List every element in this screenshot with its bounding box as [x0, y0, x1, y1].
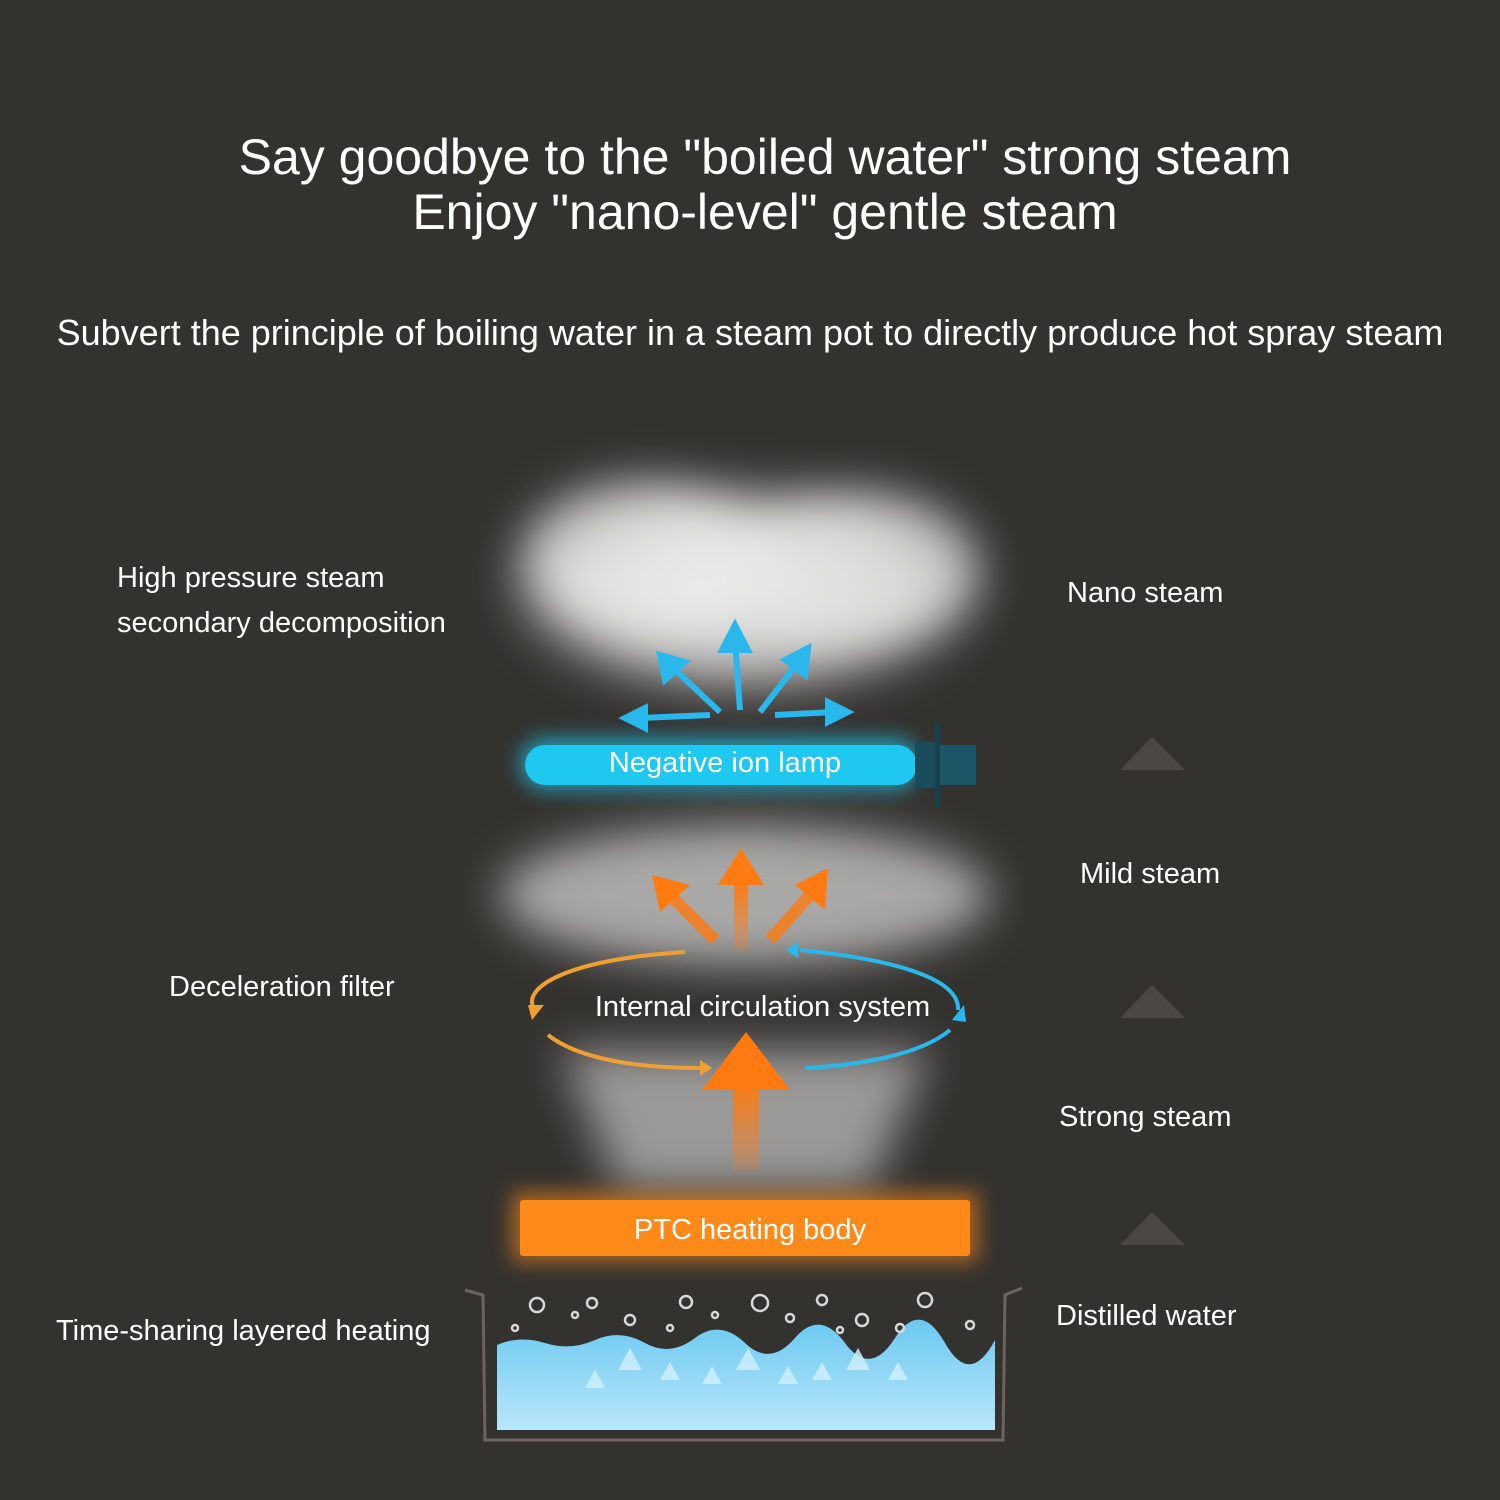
- label-time-sharing: Time-sharing layered heating: [56, 1315, 431, 1347]
- ptc-label: PTC heating body: [633, 1214, 867, 1246]
- distilled-water-tank: [464, 1286, 1023, 1442]
- ptc-heating-body: [512, 1192, 978, 1262]
- triangle-up-icon: [1120, 1212, 1185, 1245]
- lamp-label: Negative ion lamp: [608, 747, 842, 779]
- label-deceleration-filter: Deceleration filter: [169, 971, 395, 1003]
- circulation-loop-icon: [528, 942, 966, 1076]
- subtitle: Subvert the principle of boiling water i…: [56, 312, 1444, 353]
- heat-up-arrow-icon: [702, 1032, 790, 1170]
- label-mild-steam: Mild steam: [1080, 858, 1221, 890]
- nano-steam-cloud: [495, 475, 995, 705]
- title-line-1: Say goodbye to the "boiled water" strong…: [238, 129, 1292, 185]
- circulation-label: Internal circulation system: [594, 991, 931, 1023]
- negative-ion-lamp: [520, 722, 976, 808]
- title-line-2: Enjoy "nano-level" gentle steam: [412, 184, 1118, 240]
- label-high-pressure-1: High pressure steam: [117, 562, 385, 594]
- label-strong-steam: Strong steam: [1059, 1101, 1232, 1133]
- label-distilled-water: Distilled water: [1056, 1300, 1237, 1332]
- orange-arrows-icon: [652, 848, 828, 950]
- blue-arrows-icon: [618, 618, 855, 733]
- label-high-pressure-2: secondary decomposition: [117, 607, 446, 639]
- label-nano-steam: Nano steam: [1067, 577, 1224, 609]
- triangle-up-icon: [1120, 985, 1185, 1018]
- triangle-up-icon: [1120, 737, 1185, 770]
